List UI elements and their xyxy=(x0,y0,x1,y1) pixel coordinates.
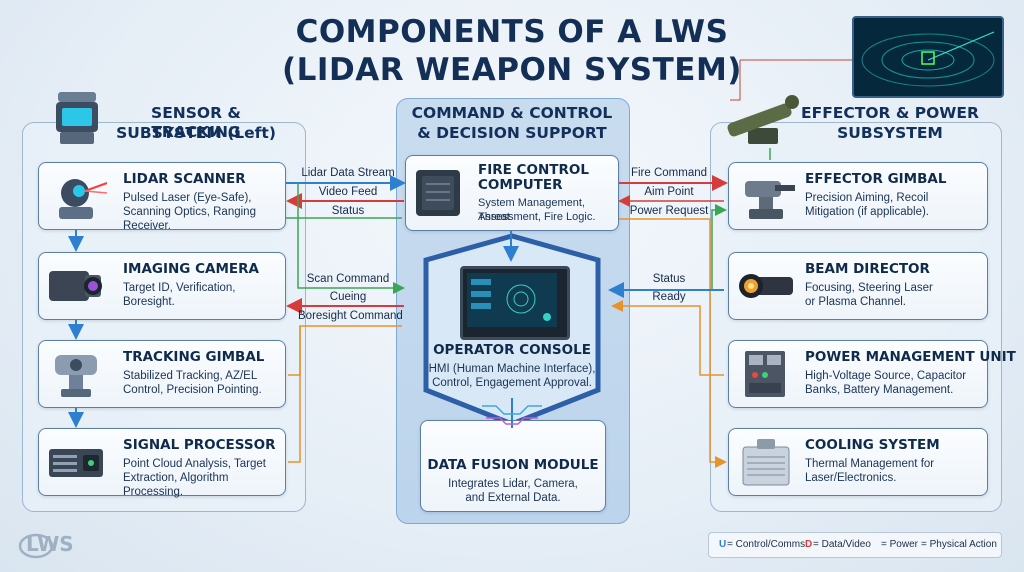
lws-logo: LWS xyxy=(16,530,88,560)
card-desc-line1: Target ID, Verification, xyxy=(123,282,236,294)
operator-console-card[interactable]: OPERATOR CONSOLE HMI (Human Machine Inte… xyxy=(429,250,595,410)
card-desc-line2: Scanning Optics, Ranging Receiver. xyxy=(123,206,256,232)
legend-physical-label: = Physical Action xyxy=(921,539,997,550)
legend-control-label: = Control/Comms xyxy=(727,539,806,550)
card-title: EFFECTOR GIMBAL xyxy=(805,171,947,187)
card-title: TRACKING GIMBAL xyxy=(123,349,265,365)
label-ready: Ready xyxy=(652,291,686,303)
label-status-left: Status xyxy=(331,205,365,217)
laser-turret-icon xyxy=(722,88,808,148)
label-lidar-data-stream: Lidar Data Stream xyxy=(301,167,395,179)
fire-control-desc-line2: Assessment, Fire Logic. xyxy=(478,211,596,223)
effector-gimbal-card[interactable]: EFFECTOR GIMBAL Precision Aiming, Recoil… xyxy=(728,162,988,230)
legend: U = Control/Comms D = Data/Video = Power… xyxy=(708,532,1002,558)
label-aim-point: Aim Point xyxy=(644,186,694,198)
card-title: POWER MANAGEMENT UNIT xyxy=(805,349,1016,365)
label-scan-command: Scan Command xyxy=(306,273,390,285)
left-panel-title-line2: SUBSYSTEM (Left) xyxy=(116,124,276,142)
signal-processor-card[interactable]: SIGNAL PROCESSOR Point Cloud Analysis, T… xyxy=(38,428,286,498)
label-fire-command: Fire Command xyxy=(630,167,708,179)
label-video-feed: Video Feed xyxy=(318,186,378,198)
operator-console-desc-line1: HMI (Human Machine Interface), xyxy=(428,363,596,375)
fire-control-title-line1: FIRE CONTROL xyxy=(478,162,589,178)
lidar-sensor-head-icon xyxy=(52,88,102,148)
label-power-request: Power Request xyxy=(629,205,709,217)
page-title-line2: (LIDAR WEAPON SYSTEM) xyxy=(282,52,742,88)
label-cueing: Cueing xyxy=(329,291,367,303)
processor-icon xyxy=(45,435,107,489)
legend-control-key: U xyxy=(719,539,727,550)
card-desc-line1: Thermal Management for xyxy=(805,458,935,470)
center-panel-title-line2: & DECISION SUPPORT xyxy=(417,124,607,142)
camera-icon xyxy=(45,259,107,313)
data-fusion-desc-line2: and External Data. xyxy=(465,492,561,504)
center-panel-title-line1: COMMAND & CONTROL xyxy=(411,104,613,122)
lidar-scanner-card[interactable]: LIDAR SCANNER Pulsed Laser (Eye-Safe), S… xyxy=(38,162,286,232)
lidar-scanner-icon xyxy=(45,169,108,223)
card-title: SIGNAL PROCESSOR xyxy=(123,437,276,453)
beam-director-card[interactable]: BEAM DIRECTOR Focusing, Steering Laser o… xyxy=(728,252,988,320)
card-desc-line2: Laser/Electronics. xyxy=(805,472,897,484)
cooling-unit-icon xyxy=(735,435,797,489)
card-title: IMAGING CAMERA xyxy=(123,261,259,277)
fire-control-computer-icon xyxy=(412,164,466,222)
card-title: BEAM DIRECTOR xyxy=(805,261,930,277)
operator-console-desc-line2: Control, Engagement Approval. xyxy=(432,377,592,389)
legend-data-key: D xyxy=(805,539,813,550)
circuit-icon xyxy=(482,398,542,428)
card-desc-line2: Control, Precision Pointing. xyxy=(123,384,262,396)
cooling-system-card[interactable]: COOLING SYSTEM Thermal Management for La… xyxy=(728,428,988,496)
label-status-right: Status xyxy=(652,273,686,285)
card-desc-line2: Mitigation (if applicable). xyxy=(805,206,930,218)
data-fusion-module-card[interactable]: DATA FUSION MODULE Integrates Lidar, Cam… xyxy=(420,420,606,512)
card-desc-line1: High-Voltage Source, Capacitor xyxy=(805,370,967,382)
card-desc-line2: Extraction, Algorithm Processing. xyxy=(123,472,229,498)
card-title: COOLING SYSTEM xyxy=(805,437,940,453)
legend-data-label: = Data/Video xyxy=(813,539,871,550)
card-desc-line1: Focusing, Steering Laser xyxy=(805,282,933,294)
card-desc-line2: Boresight. xyxy=(123,296,175,308)
card-desc-line2: Banks, Battery Management. xyxy=(805,384,954,396)
card-desc-line1: Precision Aiming, Recoil xyxy=(805,192,929,204)
gimbal-icon xyxy=(45,347,107,401)
effector-gimbal-icon xyxy=(735,169,797,223)
card-title: LIDAR SCANNER xyxy=(123,171,246,187)
fire-control-desc-line1: System Management, Threat xyxy=(478,197,585,223)
card-desc-line1: Pulsed Laser (Eye-Safe), xyxy=(123,192,252,204)
card-desc-line1: Stabilized Tracking, AZ/EL xyxy=(123,370,258,382)
logo-text: LWS xyxy=(26,532,74,556)
right-panel-title-line1: EFFECTOR & POWER xyxy=(801,104,979,122)
legend-power-label: = Power xyxy=(881,539,918,550)
power-management-unit-card[interactable]: POWER MANAGEMENT UNIT High-Voltage Sourc… xyxy=(728,340,1016,408)
label-boresight-command: Boresight Command xyxy=(298,310,403,322)
tracking-gimbal-card[interactable]: TRACKING GIMBAL Stabilized Tracking, AZ/… xyxy=(38,340,286,408)
data-fusion-title: DATA FUSION MODULE xyxy=(427,457,599,473)
imaging-camera-card[interactable]: IMAGING CAMERA Target ID, Verification, … xyxy=(38,252,286,320)
card-desc-line2: or Plasma Channel. xyxy=(805,296,906,308)
card-desc-line1: Point Cloud Analysis, Target xyxy=(123,458,266,470)
radar-display-icon xyxy=(852,16,1004,98)
beam-director-icon xyxy=(735,259,797,313)
right-panel-title-line2: SUBSYSTEM xyxy=(837,124,943,142)
page-title-line1: COMPONENTS OF A LWS xyxy=(295,14,729,50)
fire-control-computer-card[interactable]: FIRE CONTROL COMPUTER System Management,… xyxy=(405,155,619,231)
data-fusion-desc-line1: Integrates Lidar, Camera, xyxy=(448,478,578,490)
operator-console-screen-icon xyxy=(460,266,570,340)
left-panel-title-line1: SENSOR & TRACKING xyxy=(151,104,241,141)
fire-control-title-line2: COMPUTER xyxy=(478,177,563,193)
power-unit-icon xyxy=(735,347,797,401)
operator-console-title: OPERATOR CONSOLE xyxy=(433,342,591,358)
